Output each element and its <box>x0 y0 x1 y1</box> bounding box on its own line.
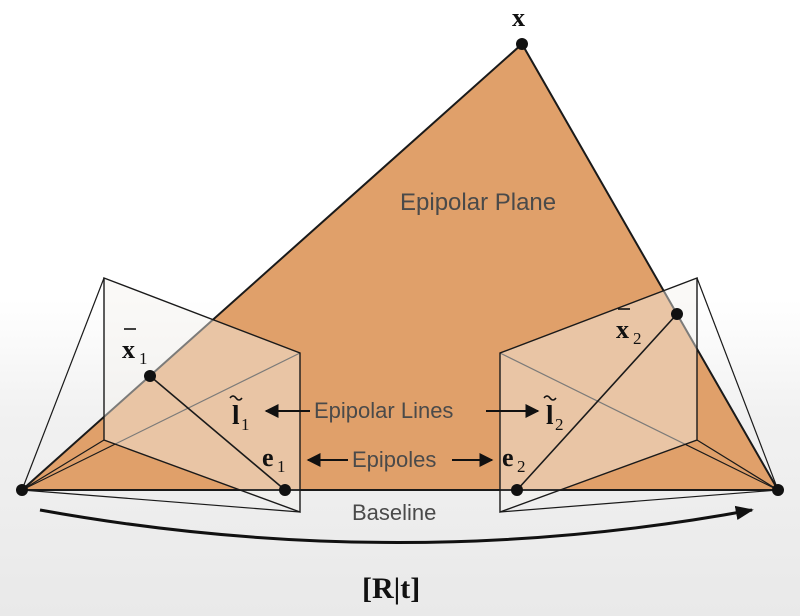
svg-text:2: 2 <box>633 329 642 348</box>
right-camera-frustum <box>499 277 779 513</box>
left-camera-frustum <box>21 277 301 513</box>
label-epipoles: Epipoles <box>352 447 436 472</box>
camera-center-2 <box>772 484 784 496</box>
svg-text:2: 2 <box>555 415 564 434</box>
svg-text:l: l <box>546 400 554 430</box>
svg-text:1: 1 <box>277 457 286 476</box>
label-epipolar-lines: Epipolar Lines <box>314 398 453 423</box>
svg-text:e: e <box>262 443 274 472</box>
camera-center-1 <box>16 484 28 496</box>
label-baseline: Baseline <box>352 500 436 525</box>
svg-text:e: e <box>502 443 514 472</box>
svg-text:x: x <box>122 335 135 364</box>
label-e1: e 1 <box>262 443 286 476</box>
point-x1 <box>144 370 156 382</box>
label-l1-tilde: l 1 <box>229 395 250 434</box>
epipolar-line-2 <box>516 313 678 491</box>
label-x2-bar: x 2 <box>616 308 642 348</box>
svg-text:x: x <box>616 315 629 344</box>
svg-text:1: 1 <box>241 415 250 434</box>
svg-text:1: 1 <box>139 349 148 368</box>
label-transform: [R|t] <box>362 572 420 605</box>
label-x1-bar: x 1 <box>122 328 148 368</box>
transform-arrow <box>39 505 754 544</box>
epipolar-line-1 <box>149 375 286 491</box>
epipole-e1 <box>279 484 291 496</box>
point-X <box>516 38 528 50</box>
point-x2 <box>671 308 683 320</box>
label-l2-tilde: l 2 <box>543 395 564 434</box>
epipole-e2 <box>511 484 523 496</box>
label-epipolar-plane: Epipolar Plane <box>400 189 556 216</box>
label-e2: e 2 <box>502 443 526 476</box>
label-X: x <box>512 3 525 32</box>
svg-text:l: l <box>232 400 240 430</box>
svg-text:2: 2 <box>517 457 526 476</box>
left-image-plane <box>103 276 301 514</box>
